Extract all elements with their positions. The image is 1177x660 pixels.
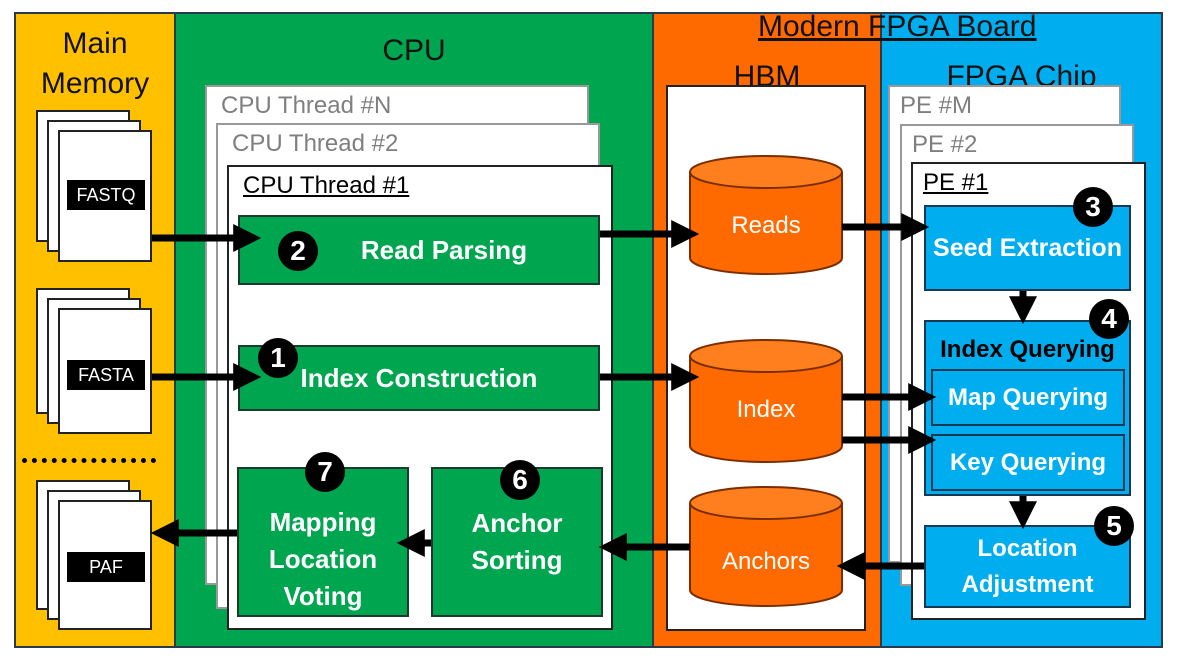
map-querying-label: Map Querying (947, 383, 1109, 411)
fastq-label: FASTQ (67, 180, 145, 210)
index-construction-label: Index Construction (300, 362, 538, 393)
anchor-sorting-label: Anchor Sorting (471, 508, 563, 575)
reads-storage-icon: Reads (689, 155, 843, 275)
index-construction-box: Index Construction (238, 345, 600, 411)
cpu-thread-2-label: CPU Thread #2 (232, 130, 399, 157)
reads-label: Reads (731, 212, 800, 239)
key-querying-label: Key Querying (949, 448, 1107, 476)
mapping-location-voting-box: Mapping Location Voting (237, 467, 409, 617)
pe-m-label: PE #M (900, 92, 973, 119)
cpu-thread-n-label: CPU Thread #N (221, 92, 392, 119)
index-storage-icon: Index (689, 339, 843, 463)
map-querying-box: Map Querying (931, 369, 1125, 426)
pe-2-label: PE #2 (912, 131, 978, 158)
index-querying-label: Index Querying (940, 336, 1115, 363)
board-title: Modern FPGA Board (758, 10, 1037, 43)
step-3-badge: 3 (1073, 187, 1113, 227)
mapping-location-voting-label: Mapping Location Voting (268, 506, 378, 611)
cpu-thread-1-label: CPU Thread #1 (243, 172, 410, 199)
step-6-badge: 6 (500, 460, 540, 500)
step-5-badge: 5 (1094, 506, 1134, 546)
memory-divider (22, 458, 156, 463)
seed-extraction-label: Seed Extraction (933, 233, 1122, 262)
anchors-label: Anchors (722, 548, 810, 575)
paf-label: PAF (67, 552, 145, 582)
key-querying-box: Key Querying (931, 434, 1125, 491)
main-memory-title: Main Memory (40, 27, 150, 100)
anchors-storage-icon: Anchors (689, 486, 843, 607)
step-1-badge: 1 (258, 338, 298, 378)
step-2-badge: 2 (278, 231, 318, 271)
cpu-title: CPU (382, 34, 446, 67)
step-7-badge: 7 (305, 452, 345, 492)
index-label: Index (737, 396, 796, 423)
fasta-label: FASTA (67, 360, 145, 390)
location-adjustment-label: Location Adjustment (961, 534, 1094, 598)
pe-1-label: PE #1 (923, 169, 989, 196)
read-parsing-label: Read Parsing (360, 234, 528, 265)
seed-extraction-box: Seed Extraction (924, 205, 1131, 291)
step-4-badge: 4 (1089, 299, 1129, 339)
